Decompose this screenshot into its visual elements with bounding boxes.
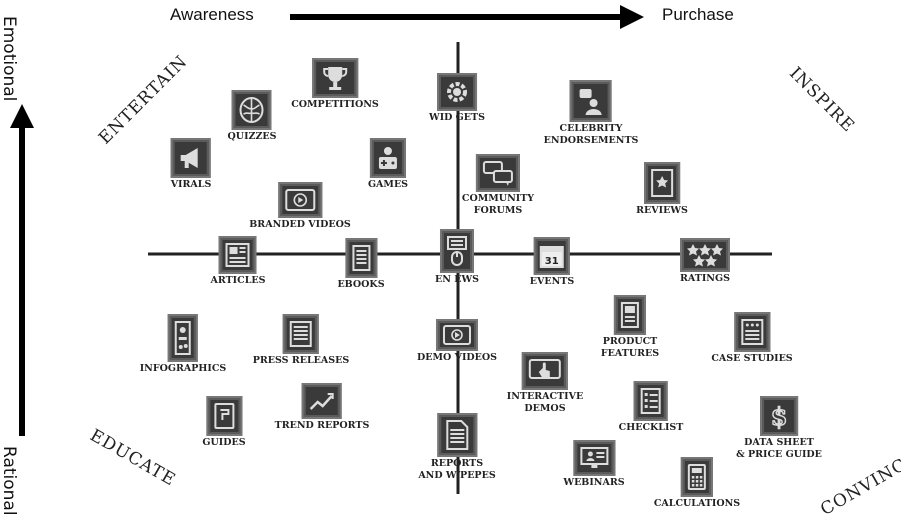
item-community-forums: COMMUNITY FORUMS	[462, 154, 534, 217]
item-label: REVIEWS	[636, 205, 688, 216]
item-label-line-1: COMMUNITY	[461, 193, 535, 204]
video-play-icon	[278, 182, 322, 218]
item-label-line-2: FEATURES	[600, 348, 660, 359]
checklist-icon	[634, 381, 668, 421]
touch-screen-icon	[521, 352, 568, 390]
trophy-icon	[312, 58, 358, 98]
item-trend-reports: TREND REPORTS	[274, 383, 370, 432]
item-reports-whitepapers: REPORTS AND W/PEPES	[418, 413, 496, 482]
item-widgets: WID GETS	[429, 73, 485, 124]
item-label: VIRALS	[170, 179, 212, 190]
item-product-features: PRODUCT FEATURES	[601, 295, 659, 360]
megaphone-icon	[171, 138, 211, 178]
item-ebooks: EBOOKS	[337, 238, 385, 291]
case-study-icon	[734, 312, 770, 352]
calendar-icon: 31	[534, 237, 570, 275]
item-label: WID GETS	[429, 112, 485, 123]
document-star-icon	[643, 162, 680, 204]
ebook-icon	[345, 238, 377, 278]
item-label-line-1: PRODUCT	[602, 336, 658, 347]
item-label: WEBINARS	[563, 477, 625, 488]
item-label: EVENTS	[529, 276, 575, 287]
item-label-line-2: DEMOS	[524, 403, 566, 414]
item-label-line-2: & PRICE GUIDE	[736, 449, 822, 460]
item-label: RATINGS	[680, 273, 730, 284]
item-label: CHECKLIST	[618, 422, 684, 433]
item-label: QUIZZES	[227, 131, 277, 142]
purchase-label: Purchase	[662, 5, 734, 24]
item-celebrity-endorsements: CELEBRITY ENDORSEMENTS	[543, 80, 639, 147]
item-demo-videos: DEMO VIDEOS	[417, 319, 497, 364]
trend-chart-icon	[302, 383, 342, 419]
item-articles: ARTICLES	[210, 236, 266, 287]
item-label: GAMES	[367, 179, 409, 190]
stars-icon	[680, 238, 730, 272]
emotional-label: Emotional	[0, 16, 19, 102]
item-virals: VIRALS	[170, 138, 212, 191]
item-label-line-1: CELEBRITY	[559, 123, 623, 134]
press-release-icon	[283, 314, 319, 354]
item-label: EN EWS	[434, 274, 480, 285]
brain-icon	[231, 90, 272, 130]
item-label: BRANDED VIDEOS	[249, 219, 351, 230]
item-competitions: COMPETITIONS	[291, 58, 379, 111]
item-label-line-1: REPORTS	[430, 458, 484, 469]
item-label: PRESS RELEASES	[252, 355, 350, 366]
item-label: ARTICLES	[210, 275, 266, 286]
item-enews: EN EWS	[435, 229, 479, 286]
item-label: CALCULATIONS	[653, 498, 741, 509]
item-press-releases: PRESS RELEASES	[252, 314, 350, 367]
item-label: GUIDES	[202, 437, 246, 448]
item-guides: GUIDES	[202, 396, 246, 449]
item-checklist: CHECKLIST	[618, 381, 684, 434]
item-label: TREND REPORTS	[274, 420, 370, 431]
gamepad-icon	[369, 138, 406, 178]
webinar-screen-icon	[572, 440, 615, 476]
svg-text:31: 31	[545, 256, 559, 267]
video-play-icon	[435, 319, 478, 351]
dollar-sign-icon: $	[759, 396, 798, 436]
item-label: INFOGRAPHICS	[139, 363, 227, 374]
item-label-line-2: FORUMS	[473, 205, 523, 216]
infographic-icon	[167, 314, 198, 362]
calculator-icon	[680, 457, 713, 497]
item-label-line-2: AND W/PEPES	[418, 470, 496, 481]
item-webinars: WEBINARS	[563, 440, 625, 489]
item-label: CASE STUDIES	[711, 353, 793, 364]
item-events: 31 EVENTS	[530, 237, 574, 288]
product-sheet-icon	[614, 295, 646, 335]
item-case-studies: CASE STUDIES	[711, 312, 793, 365]
svg-text:$: $	[771, 402, 788, 430]
item-reviews: REVIEWS	[636, 162, 688, 217]
article-icon	[219, 236, 257, 274]
item-interactive-demos: INTERACTIVE DEMOS	[507, 352, 583, 415]
report-document-icon	[437, 413, 477, 457]
item-data-sheet: $ DATA SHEET & PRICE GUIDE	[736, 396, 822, 461]
item-quizzes: QUIZZES	[227, 90, 277, 143]
gear-icon	[436, 73, 477, 111]
item-ratings: RATINGS	[680, 238, 730, 285]
rational-label: Rational	[0, 446, 19, 516]
awareness-label: Awareness	[170, 5, 254, 24]
item-label: DEMO VIDEOS	[416, 352, 498, 363]
item-label-line-1: DATA SHEET	[744, 437, 814, 448]
item-games: GAMES	[368, 138, 408, 191]
item-calculations: CALCULATIONS	[654, 457, 740, 510]
item-label-line-1: INTERACTIVE	[506, 391, 584, 402]
item-label: EBOOKS	[337, 279, 385, 290]
guide-book-icon	[206, 396, 242, 436]
item-infographics: INFOGRAPHICS	[139, 314, 227, 375]
chat-bubbles-icon	[475, 154, 520, 192]
item-label: COMPETITIONS	[291, 99, 379, 110]
person-speech-icon	[570, 80, 612, 122]
item-label-line-2: ENDORSEMENTS	[543, 135, 639, 146]
item-branded-videos: BRANDED VIDEOS	[249, 182, 351, 231]
mouse-newsletter-icon	[439, 229, 474, 273]
